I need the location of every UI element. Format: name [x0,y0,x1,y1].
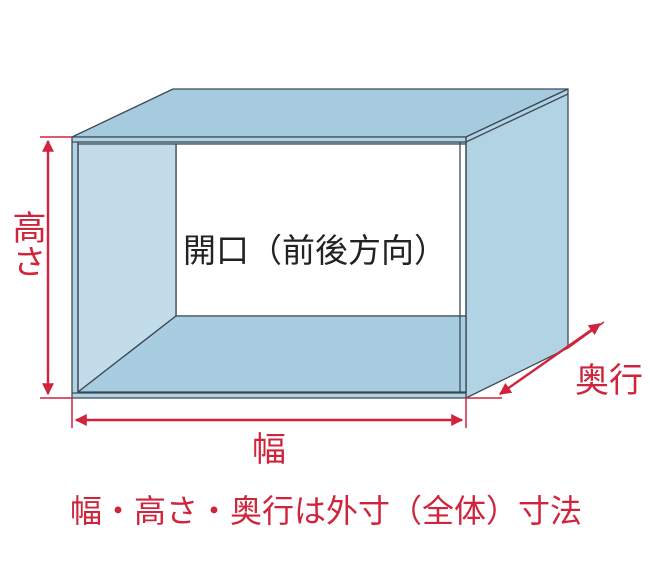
width-label: 幅 [252,430,286,470]
depth-label: 奥行 [575,361,643,401]
opening-label: 開口（前後方向） [183,231,447,270]
width-dimension [71,398,467,428]
box-inner-floor [77,315,467,393]
depth-arrow [499,323,601,395]
height-dimension [40,136,72,399]
height-label: 高さ [6,210,46,278]
box [71,88,569,399]
depth-dimension [466,321,605,399]
dimension-note: 幅・高さ・奥行は外寸（全体）寸法 [70,492,582,530]
top-thickness-edge [465,93,569,143]
